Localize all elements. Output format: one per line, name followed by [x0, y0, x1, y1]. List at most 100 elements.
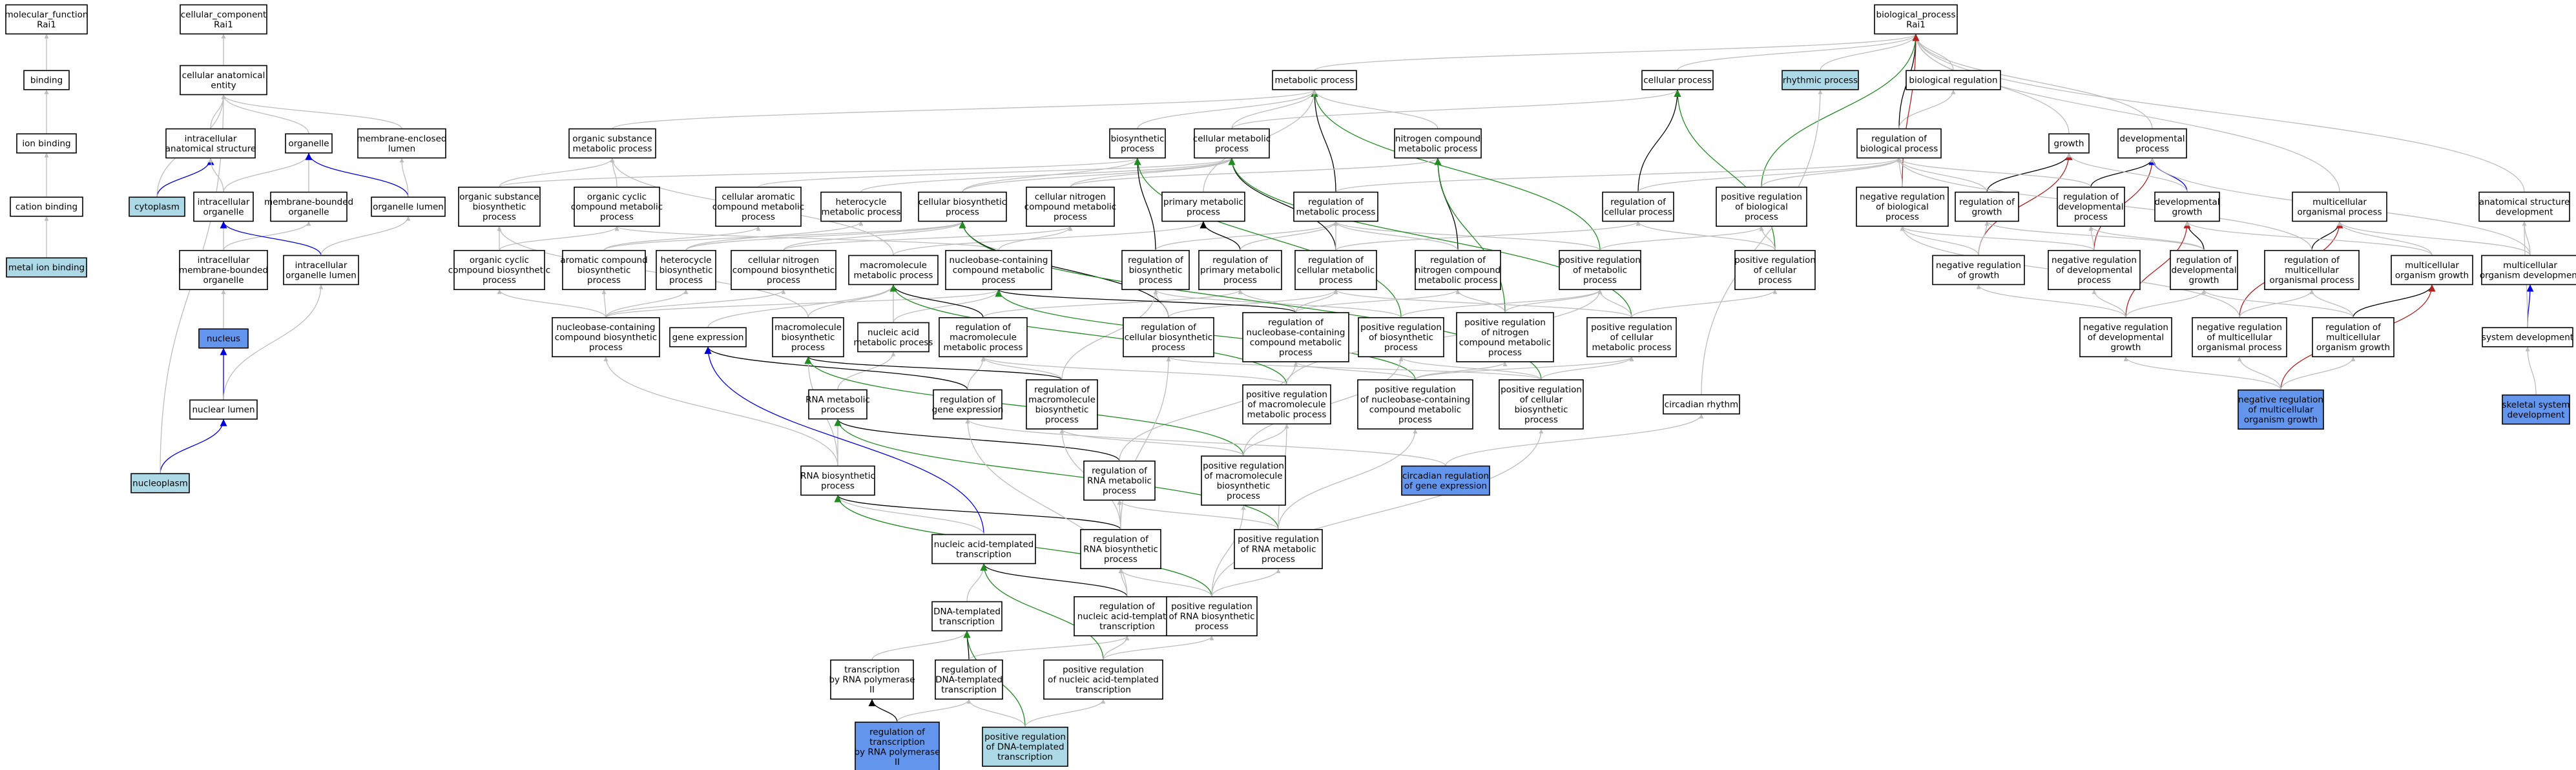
term-node-nucleoplasm[interactable]: nucleoplasm [130, 473, 190, 494]
term-node-cellp[interactable]: cellular process [1641, 70, 1714, 90]
term-node-olum[interactable]: organelle lumen [371, 196, 446, 217]
term-node-metb[interactable]: metal ion binding [6, 257, 87, 278]
term-node-org[interactable]: organelle [285, 133, 333, 154]
term-node-rmbp[interactable]: regulation ofmacromoleculebiosyntheticpr… [1026, 379, 1098, 430]
term-node-nlum[interactable]: nuclear lumen [189, 399, 258, 420]
term-node-geneexp[interactable]: gene expression [669, 327, 747, 348]
term-node-cyto[interactable]: cytoplasm [129, 196, 185, 217]
term-node-rnbcmp[interactable]: regulation ofnucleobase-containingcompou… [1242, 312, 1349, 362]
term-node-metp[interactable]: metabolic process [1272, 70, 1357, 90]
term-node-catb[interactable]: cation binding [10, 196, 83, 217]
term-node-nucleus[interactable]: nucleus [198, 328, 249, 349]
term-node-rhythm[interactable]: rhythmic process [1781, 70, 1859, 90]
term-node-growth[interactable]: growth [2048, 133, 2090, 154]
term-node-ionb[interactable]: ion binding [16, 133, 77, 154]
term-node-binding[interactable]: binding [23, 70, 70, 90]
term-node-circ[interactable]: circadian rhythm [1663, 394, 1740, 415]
